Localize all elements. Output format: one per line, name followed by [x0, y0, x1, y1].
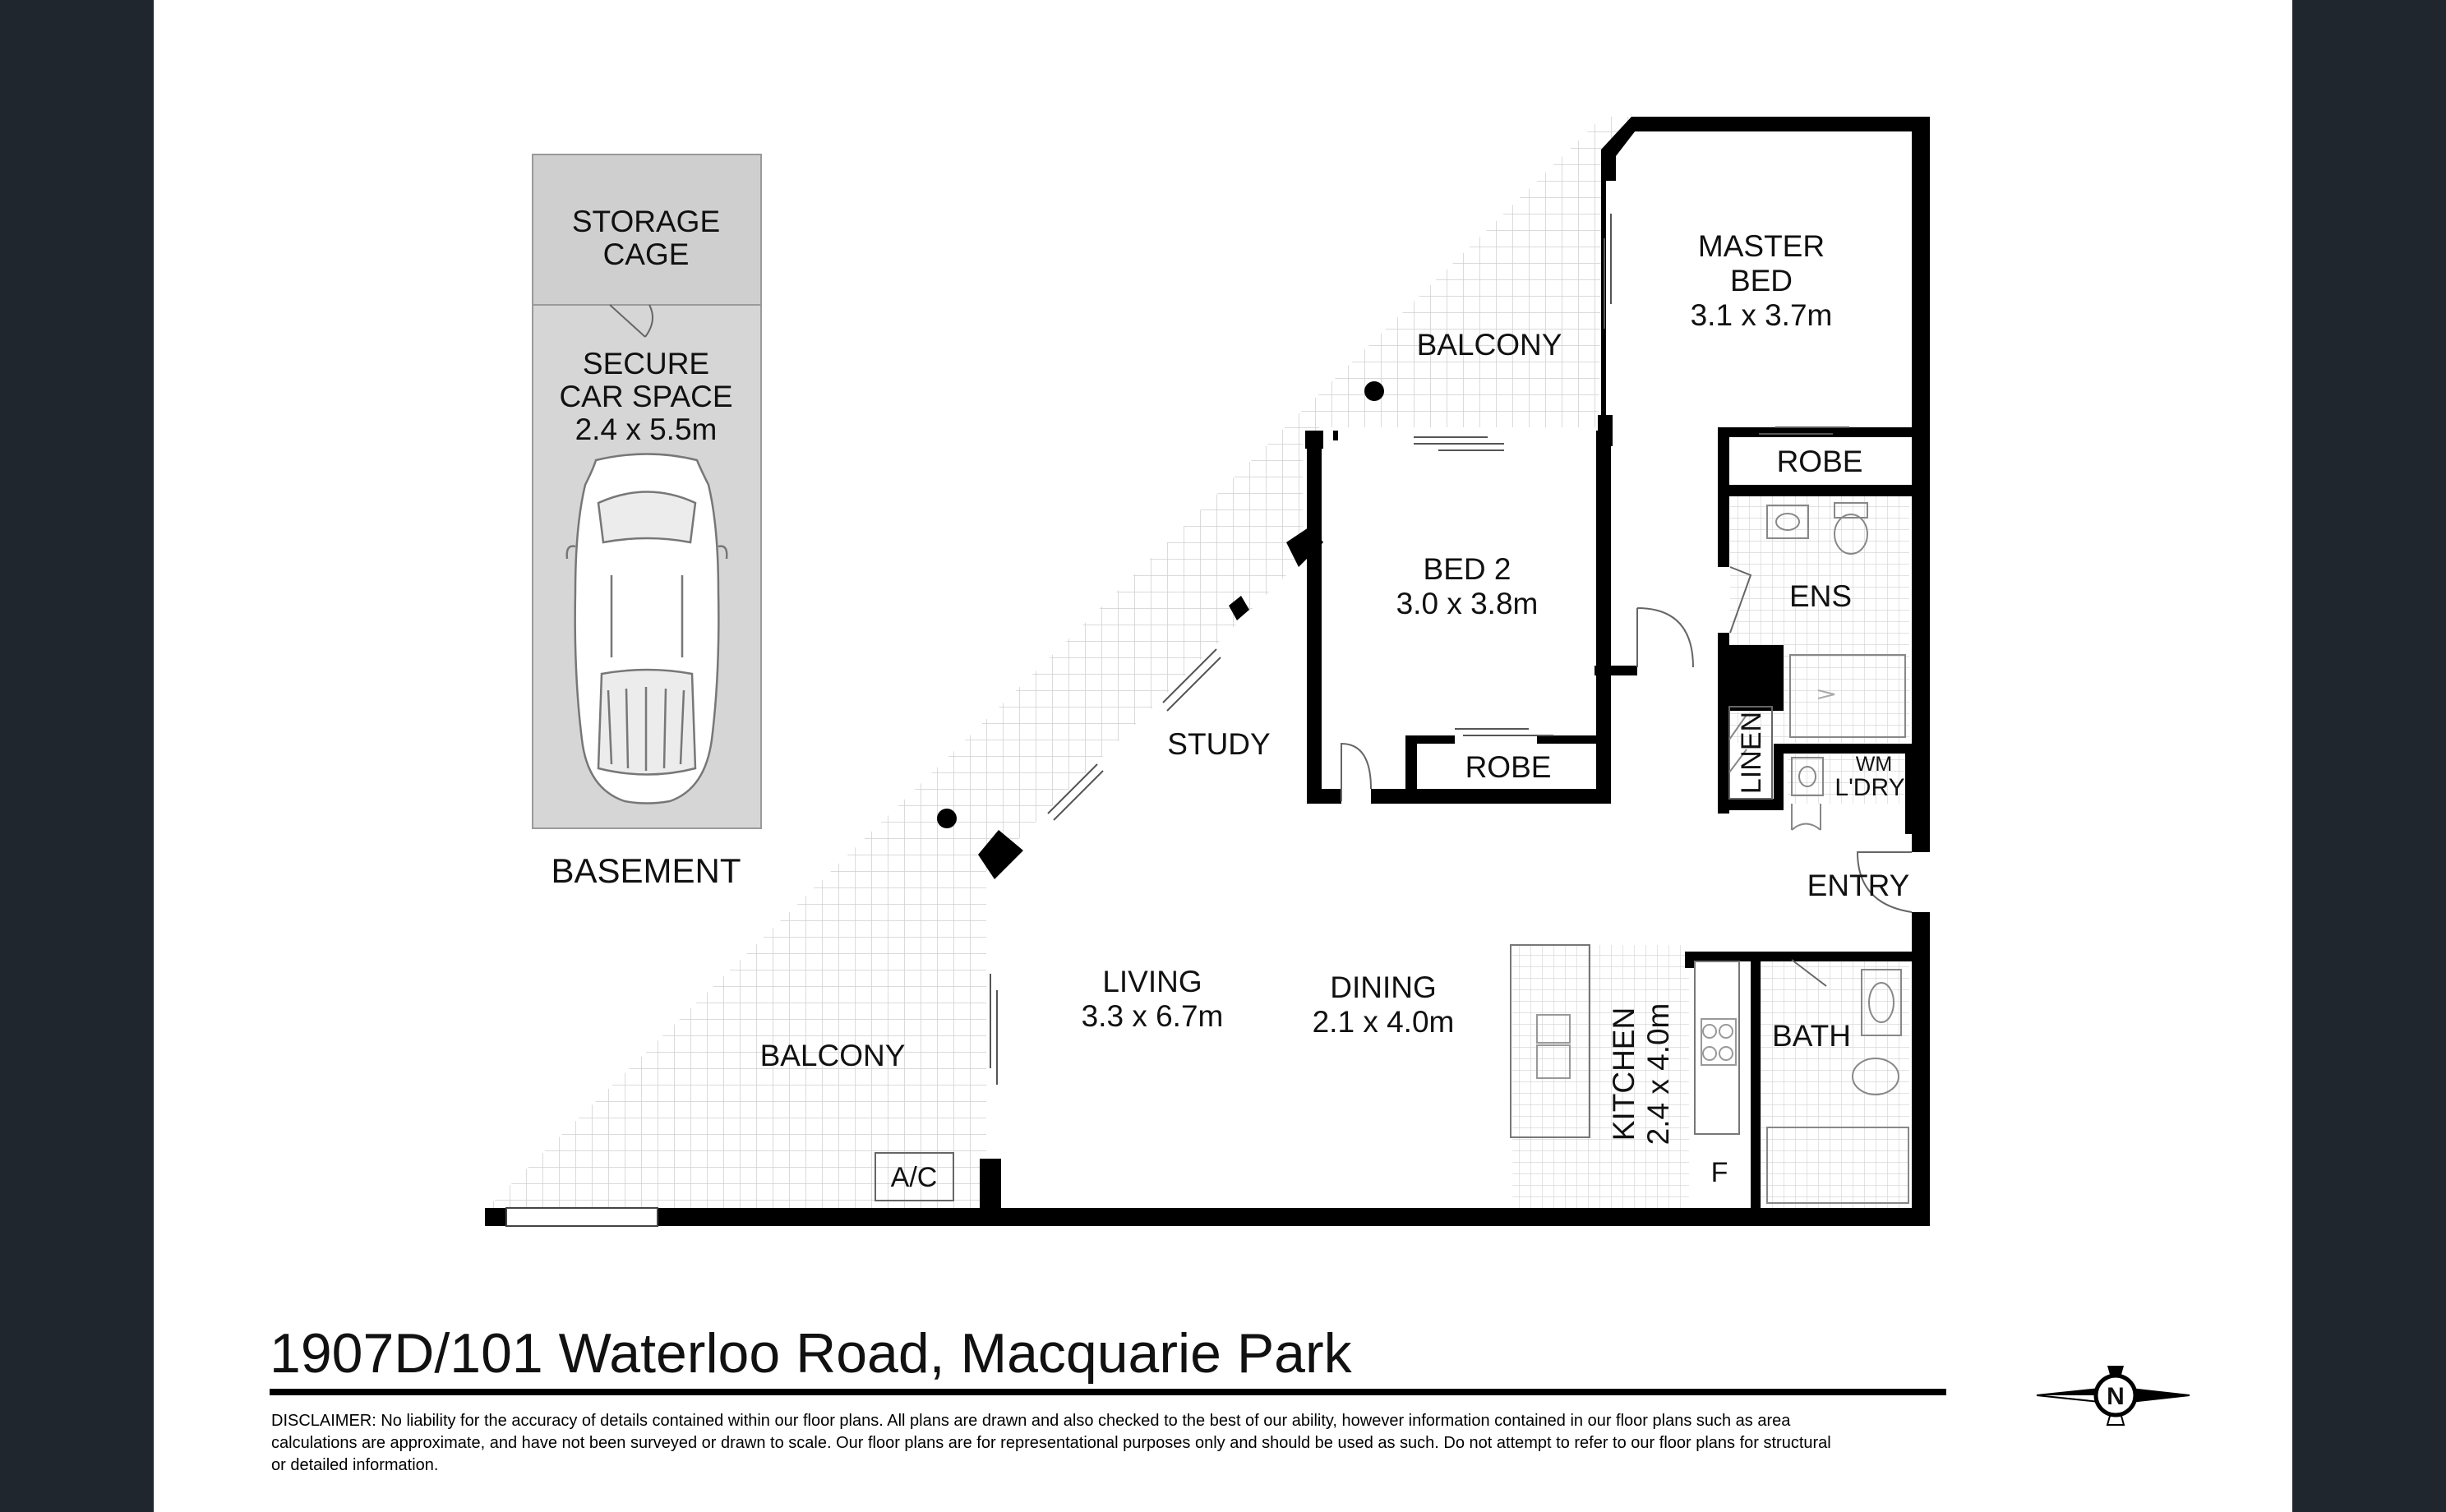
master-bed-label-1: MASTER — [1698, 229, 1825, 263]
car-space-label-2: CAR SPACE — [559, 380, 732, 413]
basement-label: BASEMENT — [551, 851, 741, 890]
storage-cage-label-2: CAGE — [603, 237, 690, 271]
dining-size: 2.1 x 4.0m — [1313, 1005, 1455, 1039]
ensuite-label: ENS — [1789, 579, 1852, 613]
bed2-size: 3.0 x 3.8m — [1396, 587, 1539, 620]
balcony-top-label: BALCONY — [1417, 328, 1562, 362]
storage-cage-area — [532, 154, 762, 306]
disclaimer-line-1: DISCLAIMER: No liability for the accurac… — [271, 1412, 1791, 1430]
paper — [154, 0, 2292, 1512]
master-bed-label-2: BED — [1730, 264, 1793, 297]
fixtures — [505, 214, 1913, 1227]
dining-label: DINING — [1330, 970, 1437, 1004]
bed2-label: BED 2 — [1424, 552, 1511, 586]
entry-label: ENTRY — [1807, 869, 1910, 902]
north-compass-icon: N — [2036, 1366, 2190, 1426]
balcony-tiles — [485, 117, 1631, 1210]
car-icon — [565, 453, 728, 804]
address-underline — [270, 1389, 1946, 1395]
wm-label: WM — [1856, 753, 1892, 776]
study-label: STUDY — [1167, 727, 1270, 761]
disclaimer: DISCLAIMER: No liability for the accurac… — [271, 1412, 1831, 1474]
walls — [485, 117, 1930, 1226]
compass-north-letter: N — [2107, 1383, 2125, 1410]
storage-door-swing — [609, 304, 653, 338]
car-space-label-1: SECURE — [583, 347, 709, 380]
balcony-bottom-label: BALCONY — [760, 1039, 906, 1072]
master-robe-label: ROBE — [1777, 445, 1863, 478]
basement-car-space: STORAGE CAGE SECURE CAR SPACE 2.4 x 5.5m… — [532, 154, 762, 890]
bed2-robe-label: ROBE — [1465, 750, 1552, 784]
fridge-label: F — [1711, 1157, 1728, 1188]
storage-cage-label-1: STORAGE — [572, 205, 720, 238]
kitchen-size: 2.4 x 4.0m — [1641, 1003, 1675, 1146]
kitchen-label: KITCHEN — [1607, 1007, 1641, 1141]
bath-tiles — [1759, 957, 1909, 1210]
tiled-areas — [485, 117, 1909, 1210]
room-labels: MASTER BED 3.1 x 3.7m BALCONY ROBE BED 2… — [760, 229, 1910, 1193]
master-bed-size: 3.1 x 3.7m — [1691, 298, 1833, 332]
property-address: 1907D/101 Waterloo Road, Macquarie Park — [270, 1322, 1353, 1385]
living-label: LIVING — [1102, 965, 1202, 998]
bath-label: BATH — [1772, 1019, 1851, 1053]
living-size: 3.3 x 6.7m — [1082, 999, 1224, 1033]
disclaimer-line-3: or detailed information. — [271, 1456, 438, 1474]
disclaimer-line-2: calculations are approximate, and have n… — [271, 1434, 1831, 1452]
laundry-label: L'DRY — [1834, 774, 1904, 801]
car-space-size: 2.4 x 5.5m — [575, 413, 718, 446]
ac-label: A/C — [891, 1162, 938, 1193]
linen-label: LINEN — [1736, 712, 1767, 794]
